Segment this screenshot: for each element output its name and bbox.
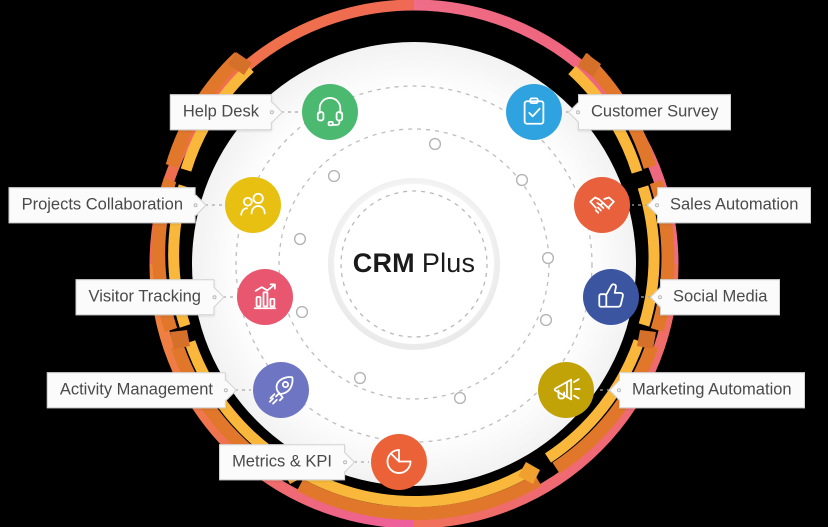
label-help-desk[interactable]: Help Desk [169,94,283,130]
orbit-node-5 [353,371,367,385]
label-activity-management[interactable]: Activity Management [46,372,237,408]
label-customer-survey[interactable]: Customer Survey [567,94,732,130]
orbit-node-6 [295,305,309,319]
node-metrics-kpi[interactable] [371,434,427,490]
label-pointer-dot-marketing-automation [617,388,621,392]
connector-group [205,111,651,463]
label-pointer-dot-projects-collab [194,203,198,207]
label-text-customer-survey: Customer Survey [591,102,719,121]
label-social-media[interactable]: Social Media [649,279,781,315]
label-projects-collab[interactable]: Projects Collaboration [8,187,207,223]
clipboard-icon [523,97,545,125]
label-text-visitor-tracking: Visitor Tracking [88,287,202,306]
node-visitor-tracking[interactable] [237,269,293,325]
node-marketing-automation[interactable] [538,362,594,418]
label-text-marketing-automation: Marketing Automation [632,380,792,399]
orbit-node-2 [541,251,555,265]
ring-notch-accents [170,52,656,349]
core-disc-face [334,184,494,344]
label-text-help-desk: Help Desk [182,102,259,121]
node-customer-survey[interactable] [506,84,562,140]
orbit-node-4 [453,391,467,405]
label-sales-automation[interactable]: Sales Automation [646,187,812,223]
orbit-node-3 [539,313,553,327]
label-pointer-dot-sales-automation [655,203,659,207]
label-pointer-dot-visitor-tracking [212,295,216,299]
pie-chart-icon [386,449,412,474]
node-projects-collab[interactable] [225,177,281,233]
orbit-node-1 [515,173,529,187]
people-icon [240,192,266,216]
orbit-node-7 [293,232,307,246]
megaphone-icon [553,378,581,401]
label-metrics-kpi[interactable]: Metrics & KPI [219,444,356,480]
orbit-node-group [293,137,555,405]
node-social-media[interactable] [583,269,639,325]
orbit-node-8 [327,169,341,183]
label-pointer-dot-activity-management [224,388,228,392]
label-pointer-dot-social-media [658,295,662,299]
bar-chart-icon [253,283,277,310]
label-pointer-dot-help-desk [270,110,274,114]
label-marketing-automation[interactable]: Marketing Automation [608,372,805,408]
label-text-social-media: Social Media [673,287,768,306]
node-help-desk[interactable] [302,84,358,140]
label-pointer-dot-customer-survey [576,110,580,114]
thumbs-up-icon [598,283,624,308]
headset-icon [316,97,344,127]
label-visitor-tracking[interactable]: Visitor Tracking [75,279,225,315]
label-text-sales-automation: Sales Automation [670,195,799,214]
orbit-node-0 [428,137,442,151]
label-text-activity-management: Activity Management [59,380,213,399]
rocket-icon [268,376,294,405]
handshake-icon [589,196,615,214]
label-text-metrics-kpi: Metrics & KPI [232,452,332,471]
label-pointer-dot-metrics-kpi [343,460,347,464]
node-sales-automation[interactable] [574,177,630,233]
dashed-orbit-inner [340,190,488,338]
node-activity-management[interactable] [253,362,309,418]
label-text-projects-collab: Projects Collaboration [21,195,183,214]
